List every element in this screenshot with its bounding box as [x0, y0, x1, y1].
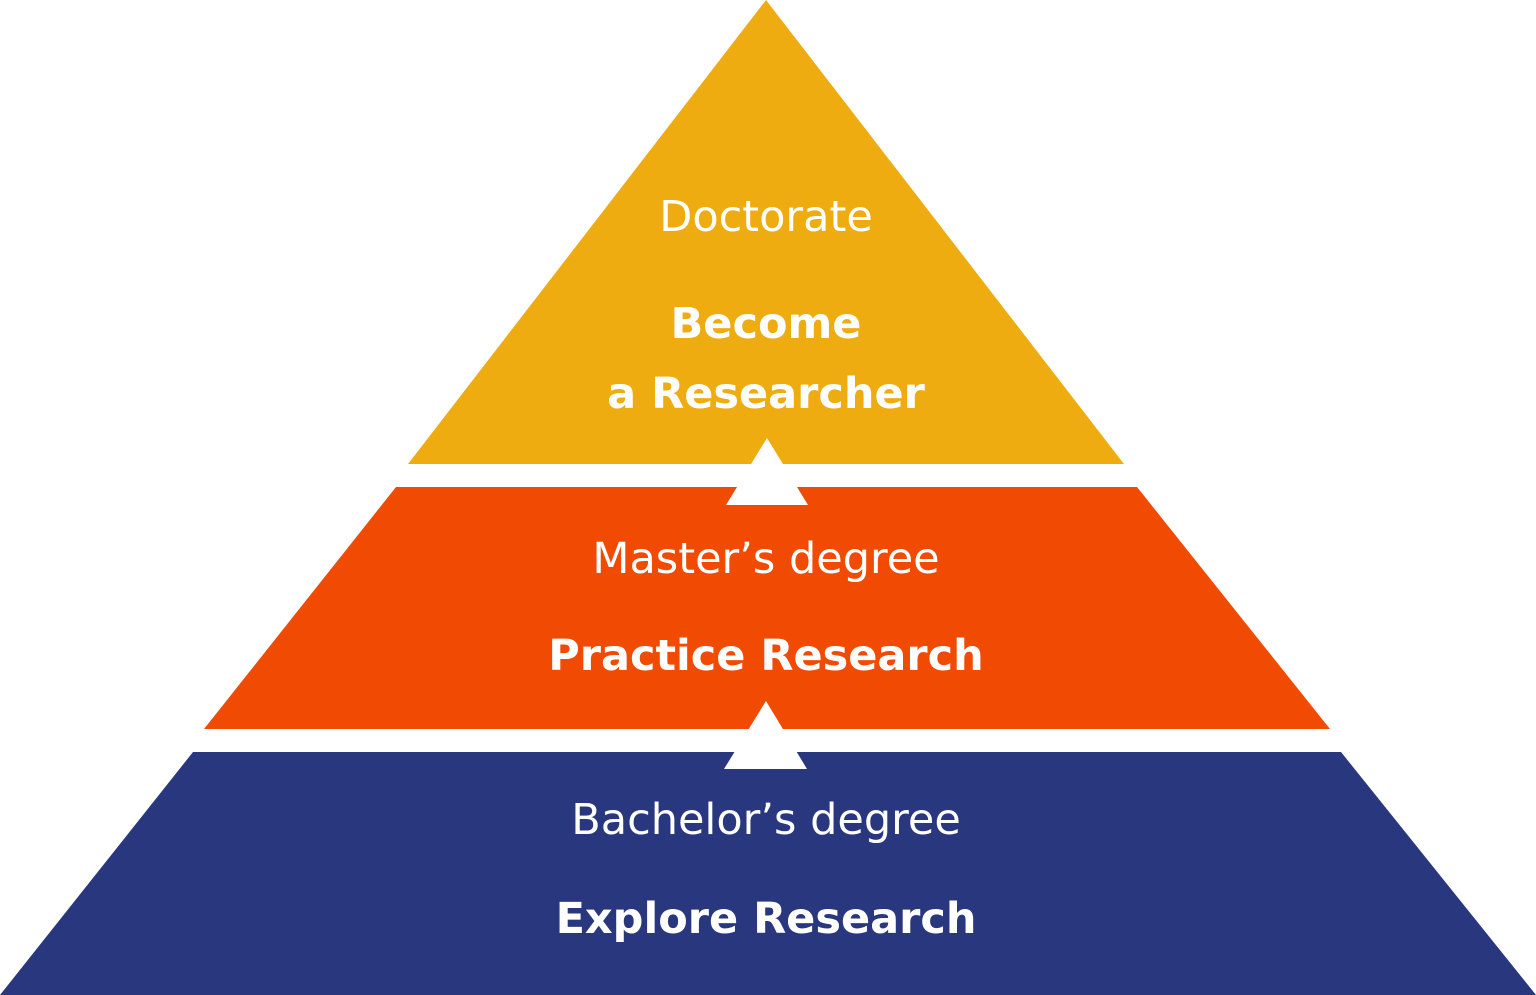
level-masters-shape	[204, 487, 1330, 729]
level-doctorate-shape	[408, 0, 1124, 464]
level-bachelors: Bachelor’s degree Explore Research	[0, 752, 1536, 995]
level-masters: Master’s degree Practice Research	[204, 487, 1330, 729]
connector-arrow-up-masters-to-doctorate	[726, 438, 808, 505]
connector-arrow-up-bachelors-to-masters	[724, 701, 807, 769]
level-bachelors-name: Bachelor’s degree	[571, 795, 961, 845]
level-doctorate: Doctorate Become a Researcher	[408, 0, 1124, 464]
level-bachelors-shape	[0, 752, 1536, 995]
level-masters-name: Master’s degree	[592, 534, 939, 584]
level-doctorate-goal-line-2: a Researcher	[607, 369, 926, 419]
level-doctorate-goal-line-1: Become	[671, 299, 862, 349]
level-bachelors-goal: Explore Research	[556, 894, 977, 944]
level-masters-goal: Practice Research	[548, 631, 984, 681]
level-doctorate-name: Doctorate	[659, 192, 873, 242]
